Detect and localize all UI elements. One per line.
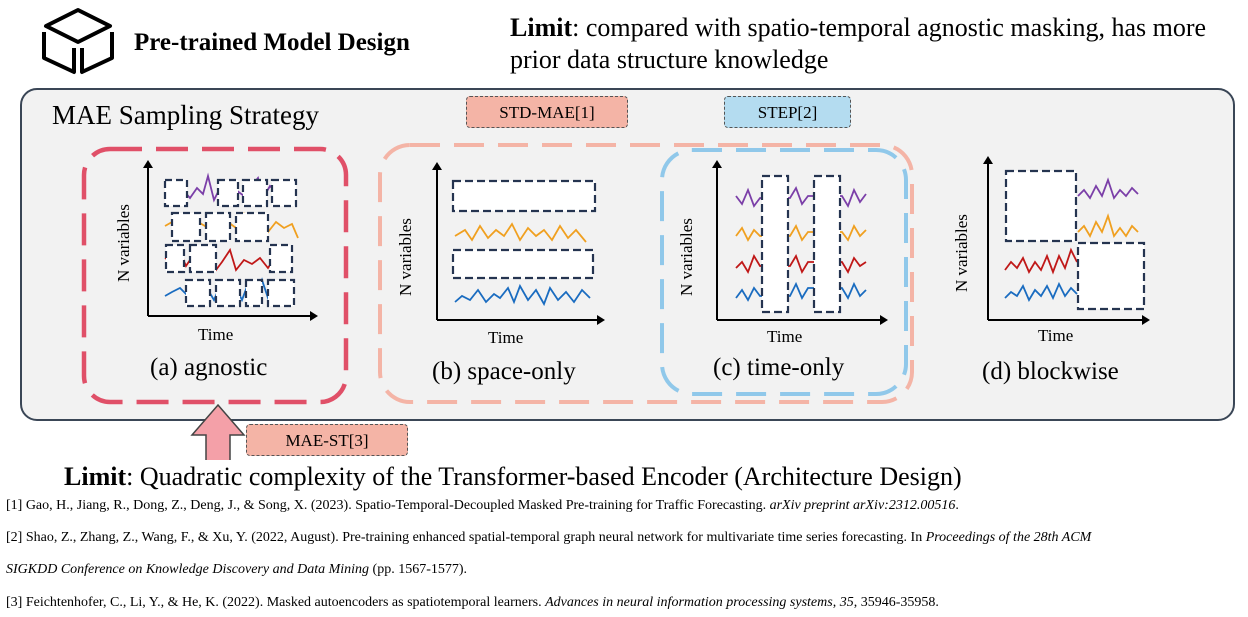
cube-icon <box>42 8 114 74</box>
panel-a-plot: Time N variables <box>114 160 318 344</box>
panel-c-ylabel: N variables <box>677 218 696 296</box>
strategy-panel <box>20 88 1235 421</box>
reference-3: [3] Feichtenhofer, C., Li, Y., & He, K. … <box>6 595 939 610</box>
limit-label: Limit <box>64 462 127 491</box>
std-mae-tag: STD-MAE[1] <box>466 96 628 128</box>
panel-d-plot: Time N variables <box>952 156 1150 345</box>
panel-c-xlabel: Time <box>767 327 802 346</box>
limit-text: : compared with spatio-temporal agnostic… <box>510 13 1207 74</box>
limit-label: Limit <box>510 13 573 42</box>
panel-d-xlabel: Time <box>1038 326 1073 345</box>
up-arrow-icon <box>190 403 246 460</box>
panel-b-ylabel: N variables <box>396 218 415 296</box>
panel-d-ylabel: N variables <box>952 214 971 292</box>
panel-a-ylabel: N variables <box>114 204 133 282</box>
reference-2: [2] Shao, Z., Zhang, Z., Wang, F., & Xu,… <box>6 530 1092 545</box>
reference-1: [1] Gao, H., Jiang, R., Dong, Z., Deng, … <box>6 498 959 513</box>
panel-b-xlabel: Time <box>488 328 523 347</box>
panel-a-caption: (a) agnostic <box>150 354 268 381</box>
time-group-border <box>660 148 908 396</box>
panel-b-caption: (b) space-only <box>432 358 576 385</box>
limit-bottom-note: Limit: Quadratic complexity of the Trans… <box>64 461 962 493</box>
panel-d-caption: (d) blockwise <box>982 358 1119 385</box>
strategy-diagram: Time N variables Time N variables Time N… <box>20 88 1235 460</box>
panel-b-plot: Time N variables <box>396 162 605 347</box>
reference-2-cont: SIGKDD Conference on Knowledge Discovery… <box>6 562 468 577</box>
panel-a-xlabel: Time <box>198 325 233 344</box>
space-group-border <box>378 143 914 404</box>
strategy-title: MAE Sampling Strategy <box>52 100 319 130</box>
page-title: Pre-trained Model Design <box>134 29 410 56</box>
panel-c-plot: Time N variables <box>677 160 888 346</box>
limit-text: : Quadratic complexity of the Transforme… <box>126 462 962 491</box>
agnostic-group-border <box>81 146 349 405</box>
panel-c-caption: (c) time-only <box>713 354 845 381</box>
step-tag: STEP[2] <box>724 96 851 128</box>
mae-st-tag: MAE-ST[3] <box>246 424 408 456</box>
limit-top-note: Limit: compared with spatio-temporal agn… <box>510 12 1210 76</box>
